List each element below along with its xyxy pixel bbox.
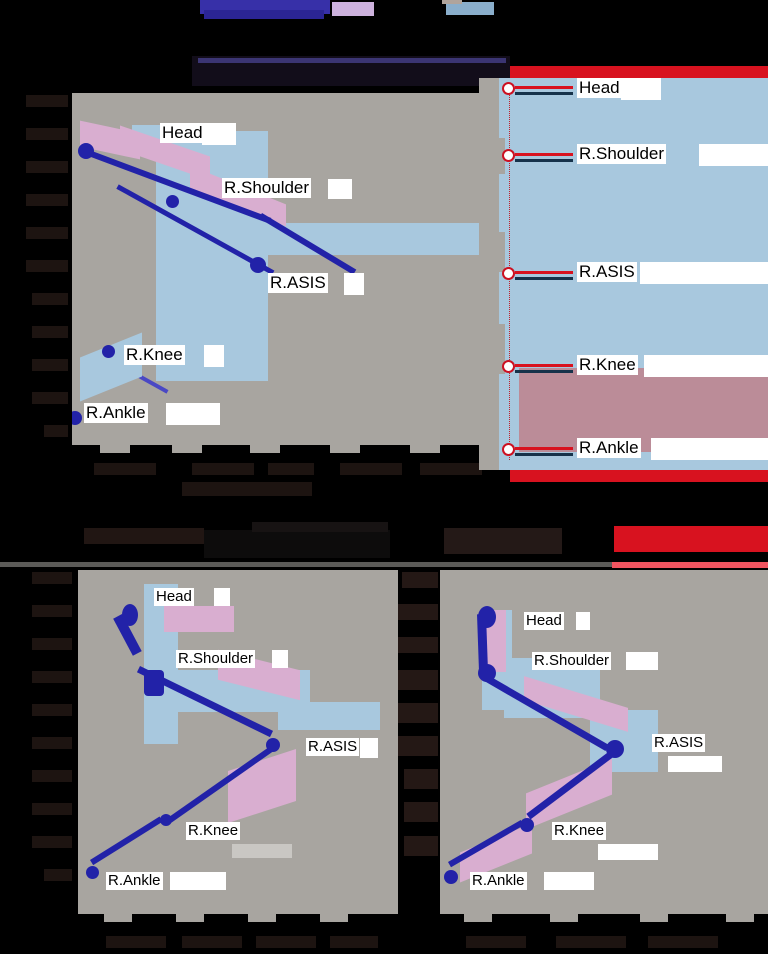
band-blue-left-tr [479, 78, 499, 470]
band-pink-bl [164, 606, 234, 632]
br-marker-head[interactable] [478, 606, 496, 628]
br-label-ankle: R.Ankle [470, 872, 527, 890]
open-circle-head[interactable] [502, 82, 515, 95]
label-head: Head [160, 123, 205, 143]
br-label-asis: R.ASIS [652, 734, 706, 752]
marker-dot-knee[interactable] [102, 345, 115, 358]
br-marker-ankle[interactable] [444, 870, 458, 884]
band-blue-tl [156, 131, 268, 381]
marker-dot-ankle[interactable] [72, 411, 82, 425]
legend-swatch-patch-blue [446, 2, 494, 15]
mid-grey-rule [0, 562, 612, 567]
top-right-panel[interactable]: Head R.Shoulder R.ASIS R.Knee [479, 78, 768, 470]
bl-marker-knee[interactable] [160, 814, 172, 826]
label-knee-bbox [204, 345, 224, 367]
label-ankle: R.Ankle [84, 403, 148, 423]
open-circle-asis[interactable] [502, 267, 515, 280]
mid-red-underline [612, 562, 768, 568]
br-marker-asis[interactable] [606, 740, 624, 758]
label-tr-knee: R.Knee [577, 355, 638, 375]
band-blue-left-tr-3 [491, 232, 505, 272]
mid-title-right [444, 528, 562, 554]
legend-swatch-grey [442, 0, 462, 4]
marker-dot-head[interactable] [78, 143, 94, 159]
top-left-panel[interactable]: Head R.Shoulder R.ASIS R.Knee R.Ankle [72, 93, 479, 445]
bl-marker-head[interactable] [122, 604, 138, 626]
band-blue-bl-3 [278, 702, 380, 730]
mid-title-center [204, 530, 390, 558]
label-tr-ankle: R.Ankle [577, 438, 641, 458]
bottom-right-panel[interactable]: Head R.Shoulder R.ASIS R.Knee R.Ankle [440, 570, 768, 914]
bottom-left-panel[interactable]: Head R.Shoulder R.ASIS R.Knee R.Ankle [78, 570, 398, 914]
legend-swatch-patch-pink [332, 2, 374, 16]
top-red-bar [510, 66, 768, 78]
label-knee: R.Knee [124, 345, 185, 365]
open-circle-ankle[interactable] [502, 443, 515, 456]
bl-label-head: Head [154, 588, 194, 606]
marker-dot-shoulder[interactable] [166, 195, 179, 208]
tl-xlabel [182, 482, 312, 496]
band-pink-br-3 [526, 758, 612, 830]
band-blue-left-tr-4 [491, 324, 505, 374]
label-shoulder-bbox [328, 179, 352, 199]
band-pink-bl-3 [228, 748, 296, 824]
band-blue-shank [80, 332, 142, 402]
label-tr-shoulder: R.Shoulder [577, 144, 667, 164]
bl-marker-shoulder[interactable] [144, 670, 164, 696]
label-tr-head: Head [577, 78, 622, 98]
br-marker-shoulder[interactable] [478, 664, 496, 682]
mid-title-center-2 [252, 522, 388, 532]
label-tr-asis: R.ASIS [577, 262, 637, 282]
bl-label-knee: R.Knee [186, 822, 241, 840]
label-ankle-bbox [166, 403, 220, 425]
bl-label-asis: R.ASIS [306, 738, 360, 756]
marker-dot-asis[interactable] [250, 257, 266, 273]
br-label-head: Head [524, 612, 564, 630]
bl-marker-ankle[interactable] [86, 866, 99, 879]
legend-swatch-line-2 [204, 10, 324, 19]
label-head-bbox [202, 123, 236, 145]
legend-strip [190, 0, 570, 22]
top-right-red-bar [510, 470, 768, 482]
br-label-shoulder: R.Shoulder [532, 652, 612, 670]
bl-label-ankle: R.Ankle [106, 872, 163, 890]
mid-red-block [614, 526, 768, 552]
bl-marker-asis[interactable] [266, 738, 280, 752]
label-asis: R.ASIS [268, 273, 328, 293]
label-shoulder: R.Shoulder [222, 178, 312, 198]
br-marker-knee[interactable] [520, 818, 534, 832]
top-title-rule [198, 58, 506, 63]
segment-bl-knee-ankle [90, 816, 163, 866]
open-circle-shoulder[interactable] [502, 149, 515, 162]
bl-label-shoulder: R.Shoulder [176, 650, 256, 668]
label-asis-bbox [344, 273, 364, 295]
open-circle-knee[interactable] [502, 360, 515, 373]
band-blue-left-tr-2 [491, 138, 505, 174]
br-label-knee: R.Knee [552, 822, 607, 840]
mid-title-left [84, 528, 204, 544]
